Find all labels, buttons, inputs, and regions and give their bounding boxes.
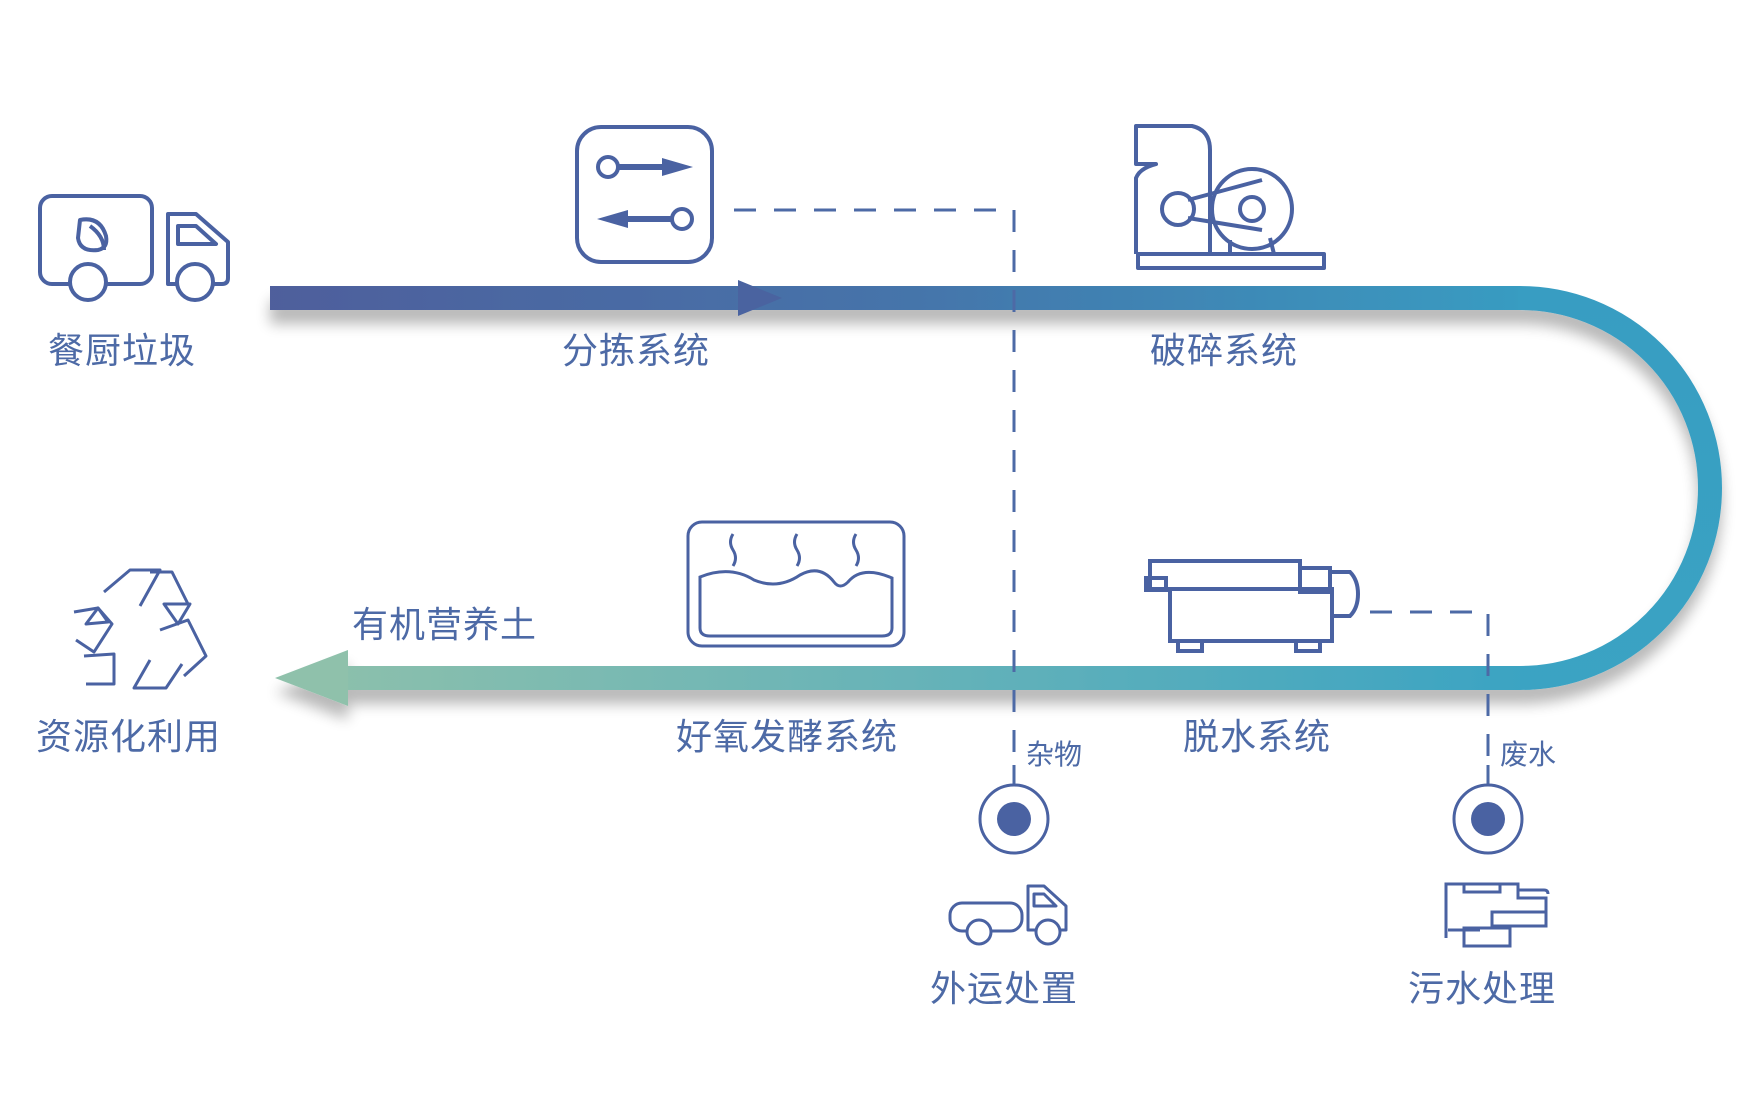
- impurities-label: 杂物: [1026, 738, 1083, 771]
- flow-top-segment: [270, 286, 1520, 310]
- wastewater-output-node: [1452, 783, 1524, 855]
- external-disposal-label: 外运处置: [930, 969, 1079, 1010]
- flow-arc-segment: [1518, 286, 1722, 690]
- impurities-output-node: [978, 783, 1050, 855]
- wastewater-treatment-label: 污水处理: [1408, 969, 1557, 1010]
- truck-icon: [948, 884, 1068, 946]
- fermentation-system-label: 好氧发酵系统: [676, 717, 899, 758]
- impurities-branch-line: [734, 208, 1016, 760]
- flow-bottom-segment: [330, 666, 1520, 690]
- crusher-machine-icon: [1134, 124, 1326, 270]
- fermentation-tank-icon: [686, 520, 906, 648]
- sorting-arrows-icon: [575, 125, 714, 264]
- flow-end-arrowhead: [275, 650, 348, 706]
- main-flow-path: [270, 286, 1722, 706]
- recycle-icon: [73, 568, 208, 690]
- garbage-truck-icon: [38, 194, 230, 302]
- flow-mid-arrowhead: [738, 280, 782, 316]
- kitchen-waste-label: 餐厨垃圾: [48, 331, 197, 372]
- wastewater-label: 废水: [1500, 738, 1557, 771]
- wastewater-branch-line: [1370, 610, 1490, 760]
- wastewater-plant-icon: [1444, 882, 1550, 948]
- sorting-system-label: 分拣系统: [562, 331, 711, 372]
- dewatering-system-label: 脱水系统: [1183, 717, 1332, 758]
- dewatering-machine-icon: [1144, 559, 1361, 653]
- organic-soil-label: 有机营养土: [352, 605, 538, 646]
- crushing-system-label: 破碎系统: [1150, 331, 1299, 372]
- resource-use-label: 资源化利用: [36, 717, 222, 758]
